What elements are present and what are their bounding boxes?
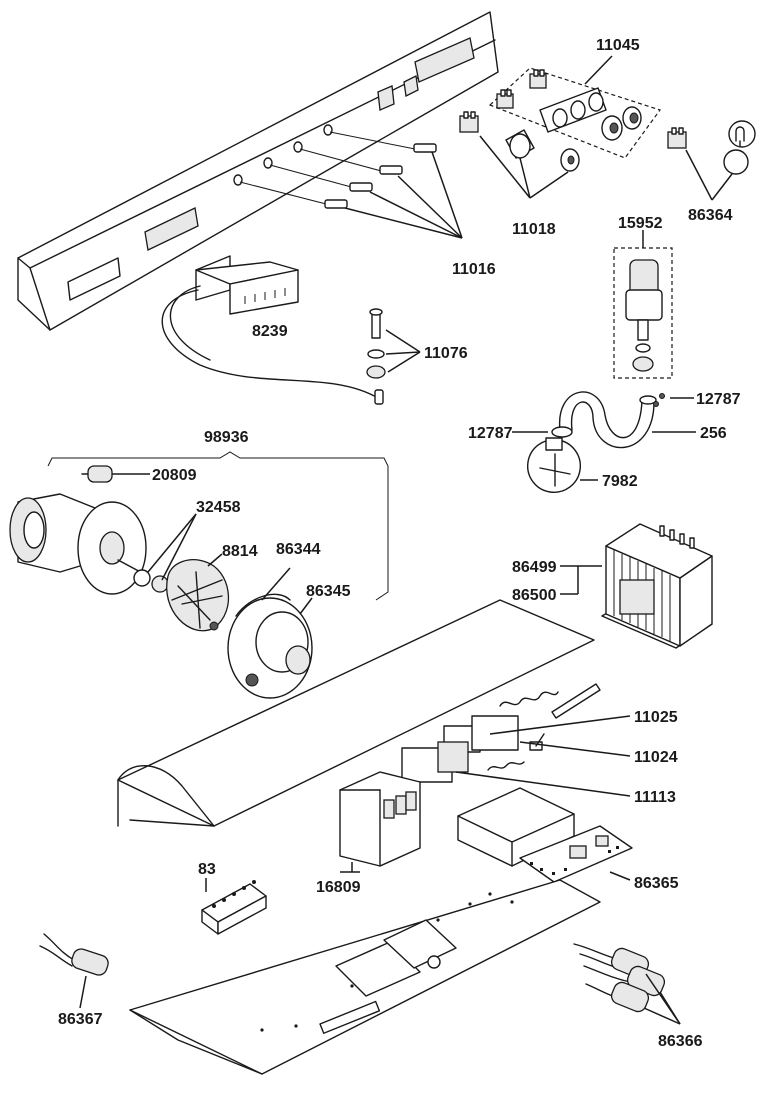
label-11113: 11113 — [634, 789, 676, 806]
label-12787-left: 12787 — [468, 425, 513, 442]
label-11076: 11076 — [424, 345, 468, 362]
label-32458: 32458 — [196, 499, 241, 516]
relays — [401, 683, 631, 797]
screw-set-11076 — [366, 308, 421, 379]
gauge-8239 — [161, 255, 384, 405]
pump-motor — [9, 465, 230, 632]
label-86364: 86364 — [688, 207, 733, 224]
label-8814: 8814 — [222, 543, 258, 560]
label-98936: 98936 — [204, 429, 249, 446]
switch-11018 — [459, 111, 580, 199]
label-11045: 11045 — [596, 37, 640, 54]
label-20809: 20809 — [152, 467, 197, 484]
switch-86364 — [667, 120, 756, 201]
label-86500: 86500 — [512, 587, 557, 604]
label-7982: 7982 — [602, 473, 638, 490]
panel-screws — [239, 131, 463, 239]
label-8239: 8239 — [252, 323, 288, 340]
pump-cover — [227, 567, 313, 699]
label-16809: 16809 — [316, 879, 361, 896]
label-86366: 86366 — [658, 1033, 703, 1050]
label-86367: 86367 — [58, 1011, 103, 1028]
label-86345: 86345 — [306, 583, 351, 600]
terminal-block — [201, 878, 267, 935]
label-86499: 86499 — [512, 559, 557, 576]
base-plate — [129, 879, 601, 1075]
label-86344: 86344 — [276, 541, 321, 558]
capacitors-86366 — [573, 943, 681, 1025]
cover-plate — [117, 599, 595, 827]
transformer — [560, 523, 713, 649]
pump-group-bracket — [47, 451, 389, 601]
label-12787-right: 12787 — [696, 391, 741, 408]
label-11018: 11018 — [512, 221, 556, 238]
label-86365: 86365 — [634, 875, 679, 892]
label-83: 83 — [198, 861, 216, 878]
label-11016: 11016 — [452, 261, 496, 278]
selector-switch-group — [488, 55, 661, 159]
label-256: 256 — [700, 425, 727, 442]
pressure-switch-15952 — [613, 230, 673, 379]
label-11025: 11025 — [634, 709, 678, 726]
electronic-board — [457, 787, 633, 883]
contactor — [339, 771, 421, 873]
label-15952: 15952 — [618, 215, 663, 232]
label-11024: 11024 — [634, 749, 678, 766]
part-labels: 11045 11018 86364 11016 15952 8239 11076… — [58, 37, 741, 1050]
hose-assembly — [512, 391, 696, 494]
capacitor-86367 — [39, 933, 109, 1009]
